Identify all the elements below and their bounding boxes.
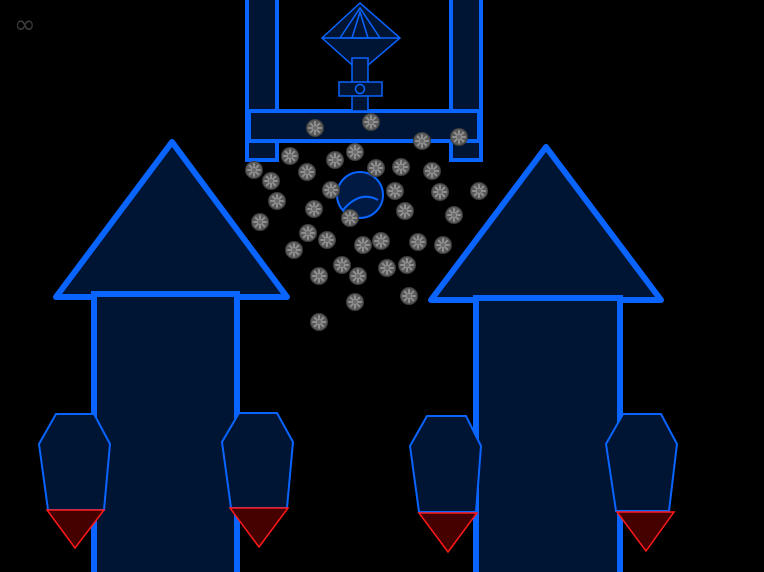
- right-tower: [408, 144, 679, 572]
- gear-particle-icon: [332, 255, 352, 275]
- gear-particle-icon: [267, 191, 287, 211]
- right-tower-body: [473, 295, 623, 572]
- gear-particle-icon: [280, 146, 300, 166]
- gear-particle-icon: [261, 171, 281, 191]
- left-tower-thruster-left: [37, 413, 112, 511]
- gear-particle-icon: [348, 266, 368, 286]
- gear-particle-icon: [371, 231, 391, 251]
- spike-icon: [615, 511, 676, 553]
- gear-particle-icon: [433, 235, 453, 255]
- gear-particle-icon: [309, 266, 329, 286]
- gear-particle-icon: [422, 161, 442, 181]
- spike-icon: [45, 509, 106, 550]
- gear-particle-icon: [345, 142, 365, 162]
- gear-particle-icon: [340, 208, 360, 228]
- gear-particle-icon: [244, 160, 264, 180]
- gear-particle-icon: [250, 212, 270, 232]
- gear-particle-icon: [408, 232, 428, 252]
- gear-particle-icon: [377, 258, 397, 278]
- gear-particle-icon: [325, 150, 345, 170]
- gear-particle-icon: [298, 223, 318, 243]
- gear-particle-icon: [366, 158, 386, 178]
- right-tower-roof: [428, 144, 664, 303]
- gear-particle-icon: [449, 127, 469, 147]
- gear-particle-icon: [361, 112, 381, 132]
- gear-particle-icon: [309, 312, 329, 332]
- gear-particle-icon: [353, 235, 373, 255]
- gear-particle-icon: [284, 240, 304, 260]
- gear-particle-icon: [391, 157, 411, 177]
- right-tower-thruster-right: [604, 413, 679, 512]
- gear-particle-icon: [412, 131, 432, 151]
- diamond-crown-icon: [320, 1, 402, 112]
- infinity-icon: ∞: [14, 10, 36, 40]
- left-tower-thruster-right: [220, 412, 295, 509]
- gear-particle-icon: [305, 118, 325, 138]
- gear-particle-icon: [444, 205, 464, 225]
- left-tower: [37, 139, 295, 572]
- gear-particle-icon: [469, 181, 489, 201]
- gear-particle-icon: [395, 201, 415, 221]
- spike-icon: [228, 507, 290, 549]
- gear-particle-icon: [345, 292, 365, 312]
- gear-particle-icon: [321, 180, 341, 200]
- gear-particle-icon: [385, 181, 405, 201]
- gear-particle-icon: [304, 199, 324, 219]
- gear-particle-icon: [399, 286, 419, 306]
- right-tower-thruster-left: [408, 415, 483, 513]
- gear-particle-icon: [397, 255, 417, 275]
- player-ball-icon: [336, 171, 384, 219]
- gear-particle-icon: [430, 182, 450, 202]
- gear-particle-icon: [297, 162, 317, 182]
- left-tower-body: [91, 291, 240, 572]
- spike-icon: [417, 512, 479, 554]
- gear-particle-icon: [317, 230, 337, 250]
